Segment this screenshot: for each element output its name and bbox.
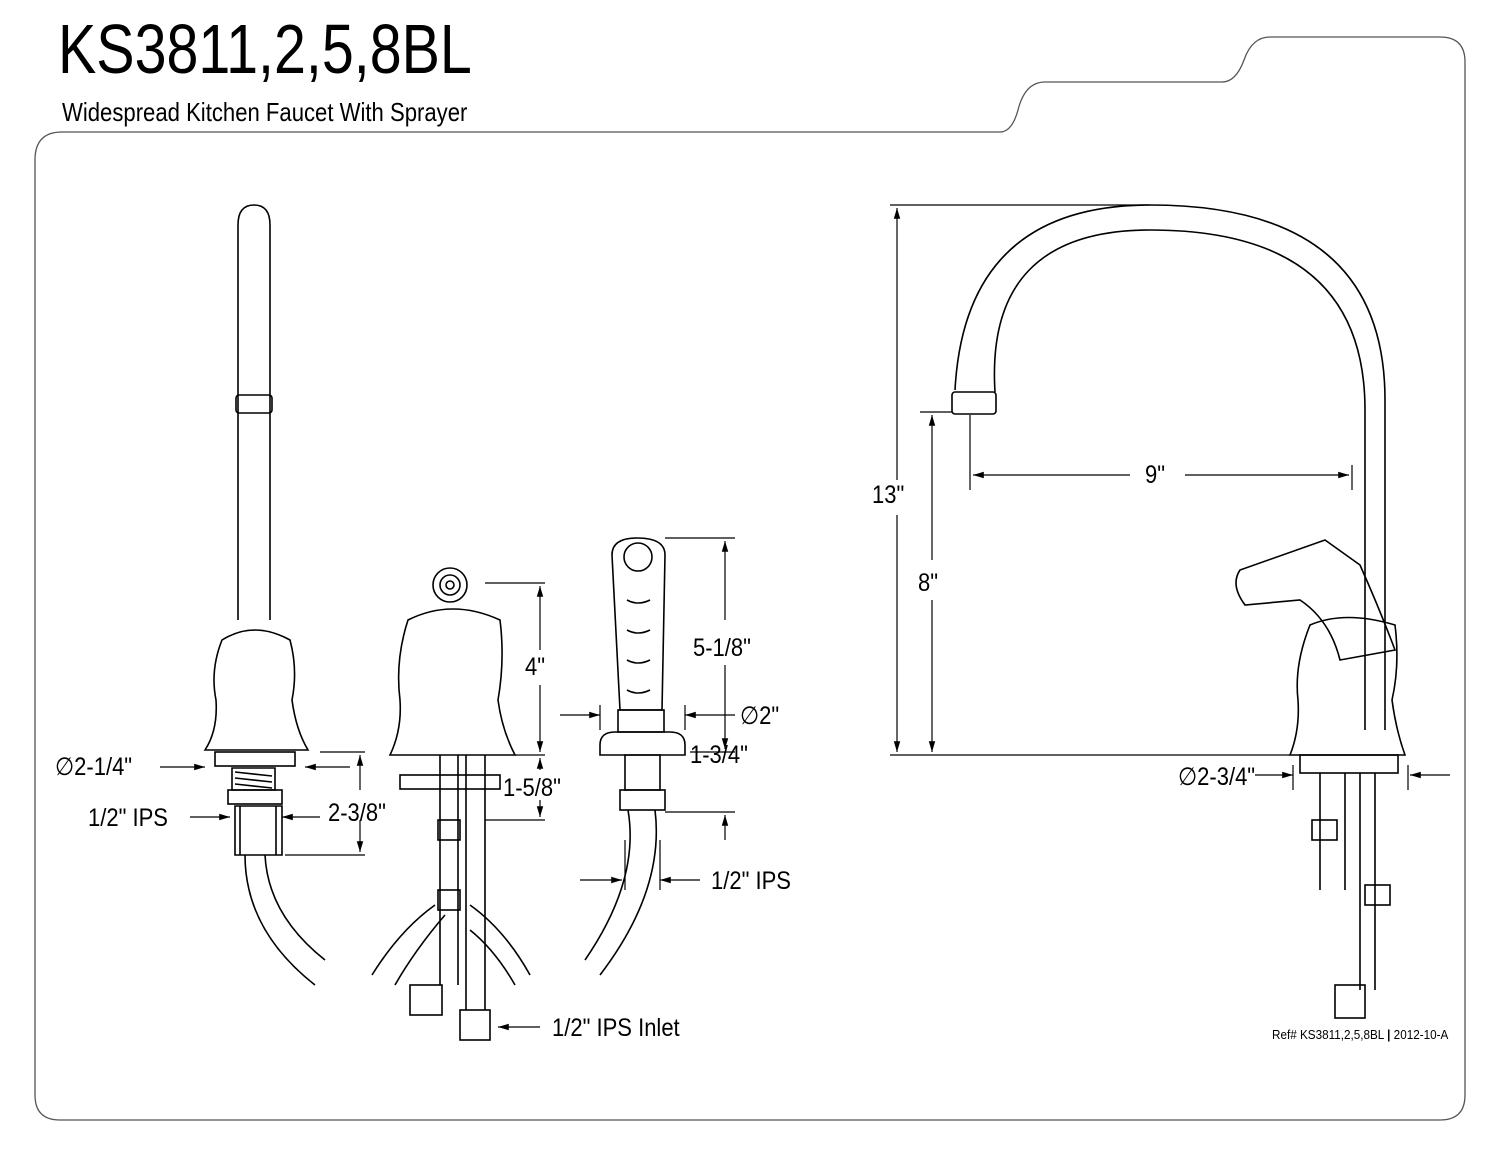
page-subtitle: Widespread Kitchen Faucet With Sprayer: [62, 97, 468, 127]
sprayer-view: [584, 537, 686, 976]
spout-reach-label: 9": [1145, 461, 1166, 489]
handle-height-label: 4": [525, 653, 546, 681]
sprayer-diameter-label: ∅2": [740, 702, 780, 730]
faucet-front-view: [951, 204, 1407, 1019]
spout-base-diameter-label: ∅2-1/4": [55, 753, 133, 781]
handle-view: [371, 567, 531, 1041]
page-title: KS3811,2,5,8BL: [58, 10, 472, 88]
sprayer-connection-label: 1/2" IPS: [711, 867, 791, 895]
reference-footer: Ref# KS3811,2,5,8BL | 2012-10-A: [1272, 1027, 1448, 1042]
spout-clearance-label: 8": [918, 569, 939, 597]
base-diameter-label: ∅2-3/4": [1178, 763, 1256, 791]
inlet-label: 1/2" IPS Inlet: [552, 1014, 680, 1042]
dimension-lines: [160, 204, 1450, 1031]
overall-height-label: 13": [872, 481, 905, 509]
page-frame: [34, 36, 1466, 1121]
footer-separator: |: [1387, 1027, 1391, 1042]
revision-number: 2012-10-A: [1393, 1027, 1449, 1042]
spout-shank-length-label: 2-3/8": [328, 799, 386, 827]
reference-number: Ref# KS3811,2,5,8BL: [1272, 1027, 1384, 1042]
sprayer-shank-length-label: 1-3/4": [690, 741, 748, 769]
spout-connection-label: 1/2" IPS: [88, 804, 168, 832]
handle-shank-length-label: 1-5/8": [503, 774, 561, 802]
sprayer-height-label: 5-1/8": [693, 634, 751, 662]
spout-side-view: [203, 204, 326, 986]
